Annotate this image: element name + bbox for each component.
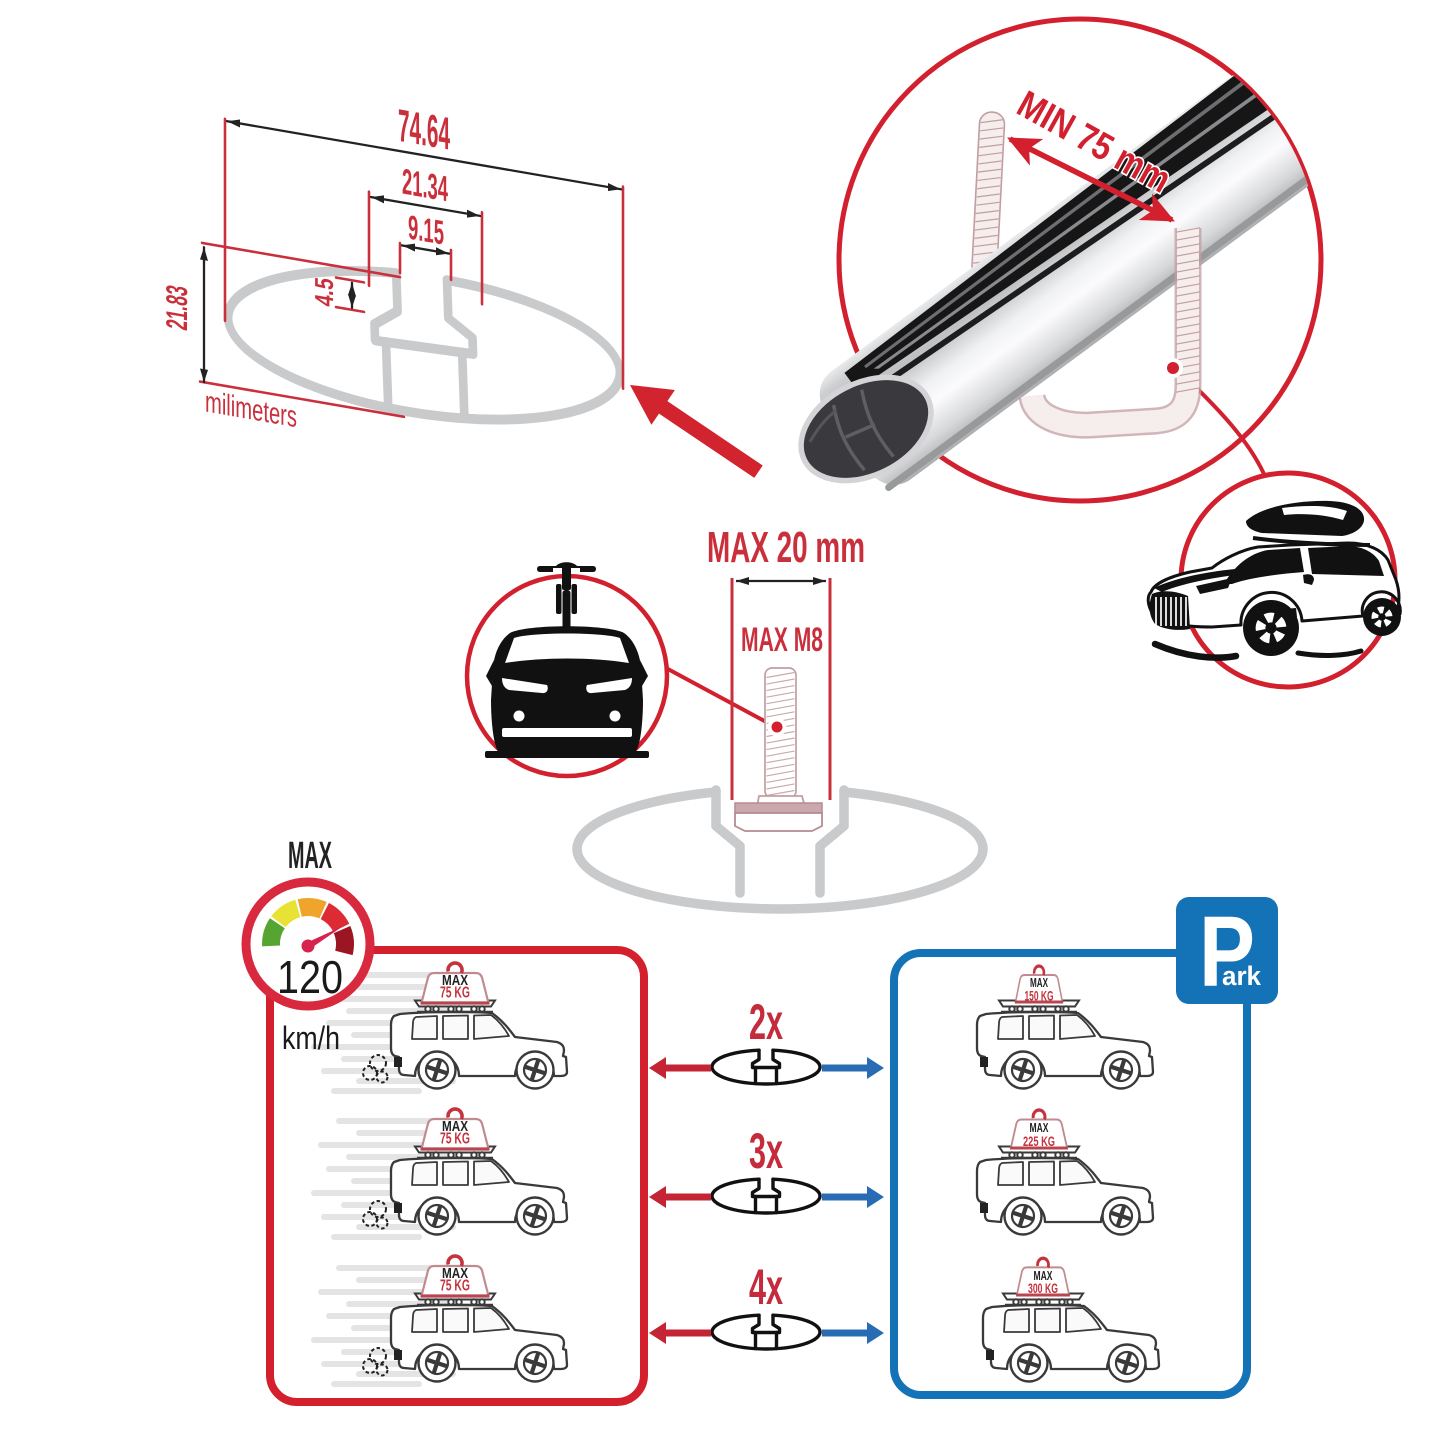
svg-text:3x: 3x [749, 1123, 783, 1179]
svg-text:MAX: MAX [288, 835, 332, 877]
svg-text:P: P [1199, 896, 1255, 1008]
svg-text:120: 120 [277, 951, 343, 1003]
svg-text:300 KG: 300 KG [1028, 1280, 1058, 1296]
svg-text:MAX: MAX [442, 972, 468, 989]
svg-text:150 KG: 150 KG [1025, 988, 1054, 1004]
svg-text:MAX: MAX [442, 1118, 468, 1135]
svg-text:MAX: MAX [1030, 1120, 1049, 1135]
svg-text:MAX M8: MAX M8 [741, 621, 823, 659]
svg-text:21.34: 21.34 [402, 161, 448, 210]
svg-text:75 KG: 75 KG [440, 1131, 470, 1148]
svg-text:MAX 20 mm: MAX 20 mm [707, 523, 865, 572]
svg-text:MAX: MAX [1030, 975, 1048, 990]
svg-text:MAX: MAX [1034, 1268, 1053, 1283]
svg-text:75 KG: 75 KG [440, 985, 470, 1002]
svg-text:74.64: 74.64 [398, 99, 450, 160]
svg-text:2x: 2x [749, 994, 783, 1050]
svg-text:4.5: 4.5 [309, 275, 339, 308]
svg-text:225 KG: 225 KG [1023, 1133, 1055, 1149]
svg-text:75 KG: 75 KG [440, 1278, 470, 1295]
svg-text:MAX: MAX [442, 1265, 468, 1282]
svg-text:21.83: 21.83 [161, 283, 194, 333]
svg-text:4x: 4x [749, 1259, 783, 1315]
svg-text:9.15: 9.15 [408, 209, 444, 253]
svg-text:ark: ark [1222, 961, 1262, 991]
svg-text:km/h: km/h [282, 1020, 340, 1056]
